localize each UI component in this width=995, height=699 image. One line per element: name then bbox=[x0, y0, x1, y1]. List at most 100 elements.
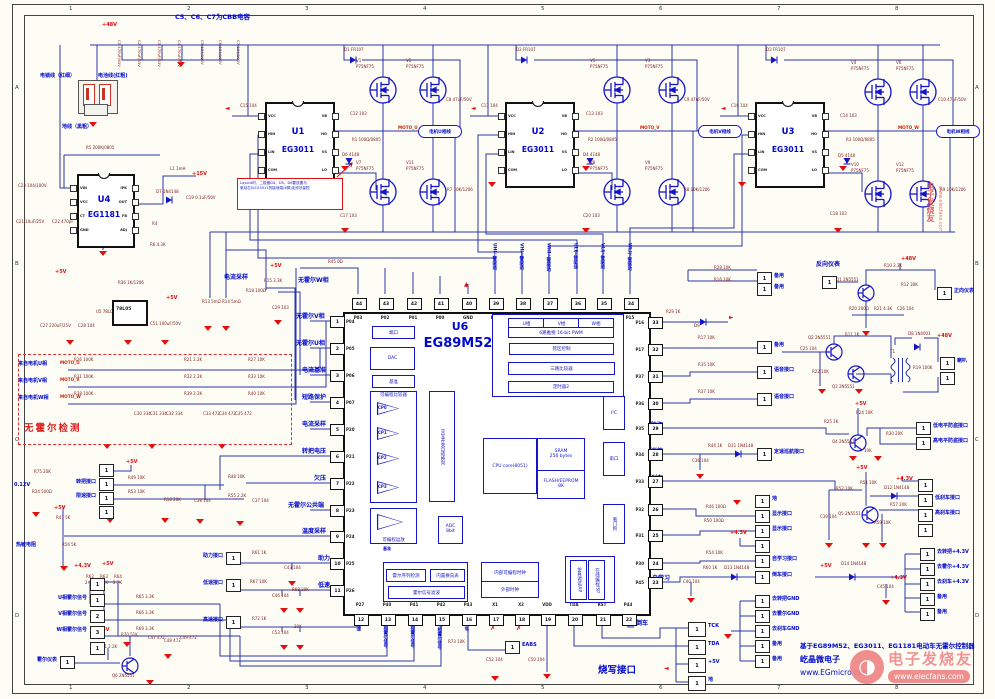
ic-pin bbox=[132, 213, 139, 220]
u6-pin-number: 7 bbox=[330, 478, 345, 490]
part-label: 电流基准 bbox=[302, 367, 327, 374]
border-column-label: 5 bbox=[541, 6, 545, 12]
part-label: R18 100Ω bbox=[246, 288, 266, 293]
part-label: R60 1K bbox=[703, 565, 718, 570]
part-label: WHI上管驱动 bbox=[545, 243, 551, 272]
part-label: R58 20K bbox=[164, 497, 181, 502]
u6-pin-number: 24 bbox=[648, 558, 663, 570]
part-label: R37 10K bbox=[698, 389, 715, 394]
u6-pin-number: 20 bbox=[567, 614, 583, 626]
ic-pin-name: VS bbox=[811, 150, 817, 154]
ic-pin bbox=[70, 199, 77, 206]
part-label: D5 4148 bbox=[838, 153, 856, 158]
u6-pin-number: 8 bbox=[330, 505, 345, 517]
motor-phase-u-label: 电机U相线 bbox=[429, 129, 451, 135]
part-label: R5 200K/0805 bbox=[86, 145, 115, 150]
part-label: C1 470uF/63V bbox=[116, 40, 122, 67]
connector-pin: 1 bbox=[99, 478, 114, 491]
motor-phase-w-label: 电机W相线 bbox=[946, 129, 970, 135]
mosfet-symbol bbox=[658, 178, 686, 206]
part-label: C16 104 bbox=[731, 103, 748, 108]
border-column-label: 4 bbox=[423, 685, 427, 691]
connector-pin: 1 bbox=[757, 283, 772, 296]
power-label: +5V bbox=[270, 263, 282, 269]
u6-pin-name: P26 bbox=[346, 588, 355, 593]
u6-pin-name: P32 bbox=[635, 507, 645, 512]
ground-symbol bbox=[296, 608, 304, 613]
part-label: R48 10K bbox=[228, 474, 245, 479]
ic-pin bbox=[822, 167, 829, 174]
mosfet-symbol bbox=[864, 180, 892, 208]
part-label: C37 104 bbox=[252, 498, 269, 503]
part-label: C26 104 bbox=[897, 306, 914, 311]
part-label: R8 10K/1206 bbox=[684, 187, 710, 192]
part-label: R53 10K bbox=[128, 489, 145, 494]
u6-pin-name: P25 bbox=[346, 561, 355, 566]
part-label: C30 334 bbox=[134, 411, 151, 416]
ground-symbol bbox=[99, 251, 107, 256]
ground-symbol bbox=[687, 598, 695, 603]
border-column-label: 6 bbox=[659, 6, 663, 12]
ic-pin bbox=[332, 113, 339, 120]
u6-pin-name: P23 bbox=[346, 508, 355, 513]
ground-symbol bbox=[236, 521, 244, 526]
ground-symbol bbox=[204, 326, 212, 331]
connector-pin: 1 bbox=[99, 492, 114, 505]
ic-pin-name: VB bbox=[561, 114, 567, 118]
ic-pin-name: LIN bbox=[758, 150, 765, 154]
ground-symbol bbox=[32, 512, 40, 517]
u6-pin-name: P40 bbox=[382, 602, 392, 607]
part-label: T1 bbox=[890, 349, 895, 354]
mosfet-type: P75NF75 bbox=[406, 166, 424, 171]
u6-functional-block: 6路推挽 16-bit PWM bbox=[508, 327, 614, 338]
mosfet-symbol bbox=[909, 78, 937, 106]
ic-pin bbox=[748, 149, 755, 156]
marker-icon: ▲ bbox=[464, 281, 469, 288]
mosfet-symbol bbox=[419, 76, 447, 104]
u6-pin-name: P02 bbox=[380, 315, 390, 320]
ground-symbol bbox=[849, 456, 857, 461]
part-label: C47 472 bbox=[148, 635, 165, 640]
part-label: 来自电机U相 bbox=[18, 361, 48, 367]
part-label: U5 78L05 bbox=[96, 309, 116, 314]
part-label: C10 47uF/50V bbox=[938, 97, 967, 102]
connector-label: 地 bbox=[772, 496, 778, 502]
part-label: C9 47uF/50V bbox=[684, 97, 710, 102]
u6-pin-number: 41 bbox=[433, 298, 449, 310]
mosfet-type: P75NF75 bbox=[645, 64, 663, 69]
ic-pin bbox=[70, 213, 77, 220]
u6-pin-number: 22 bbox=[621, 614, 637, 626]
border-row-label: A bbox=[975, 85, 979, 91]
part-label: R73 10K bbox=[448, 639, 465, 644]
connector-label: 低刹车接口 bbox=[935, 495, 961, 501]
ground-symbol bbox=[839, 166, 847, 171]
part-label: R22 10K bbox=[812, 369, 829, 374]
part-label: 无霍尔检测 bbox=[24, 423, 82, 434]
company-name: 屹晶微电子 bbox=[800, 655, 840, 664]
ground-symbol bbox=[288, 581, 296, 586]
u6-pin-name: P01 bbox=[408, 315, 418, 320]
ground-symbol bbox=[222, 326, 230, 331]
part-label: C15 104 bbox=[240, 103, 257, 108]
border-column-label: 3 bbox=[305, 685, 309, 691]
connector-pin: 1 bbox=[226, 616, 241, 629]
connector-pin: 1 bbox=[226, 579, 241, 592]
marker-icon: ◄ bbox=[664, 665, 669, 672]
ic-u6-ref: U6 bbox=[451, 320, 469, 333]
net-label: MOTO_V bbox=[640, 125, 660, 130]
u6-pin-name: P37 bbox=[635, 374, 645, 379]
part-label: C40 104 bbox=[683, 579, 700, 584]
u6-pin-name: P33 bbox=[635, 479, 645, 484]
ic-pin bbox=[132, 227, 139, 234]
u6-pin-number: 35 bbox=[596, 298, 612, 310]
u6-pin-number: 36 bbox=[570, 298, 586, 310]
ground-symbol bbox=[882, 600, 890, 605]
ic-pin-name: COM bbox=[508, 168, 518, 172]
fuse-box bbox=[84, 104, 108, 116]
connector-label: 助力接口 bbox=[202, 553, 223, 559]
ic-pin bbox=[748, 113, 755, 120]
marker-icon: ✗ bbox=[516, 624, 522, 632]
connector-pin: 1 bbox=[60, 656, 75, 669]
ground-symbol bbox=[161, 340, 169, 345]
connector-pin: 1 bbox=[755, 525, 770, 538]
